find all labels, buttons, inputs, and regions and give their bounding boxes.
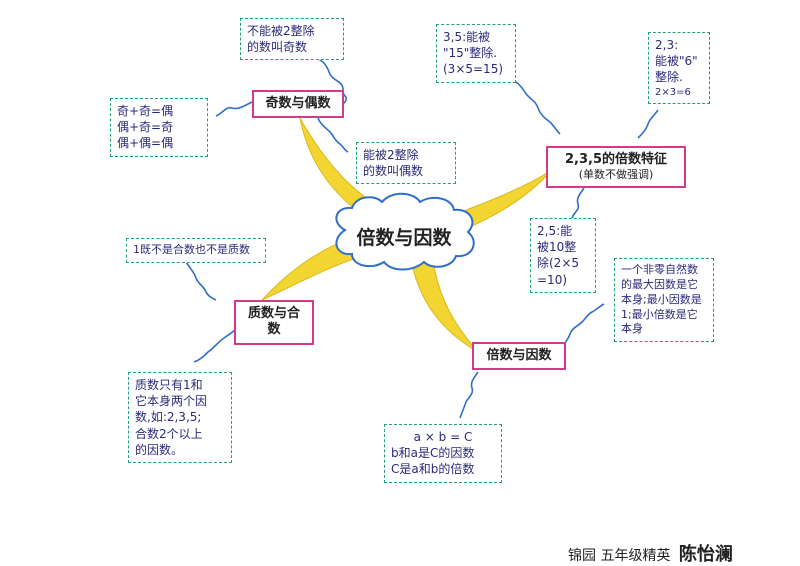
- note-odd-definition: 不能被2整除 的数叫奇数: [240, 18, 344, 61]
- note-one-neither: 1既不是合数也不是质数: [126, 238, 266, 263]
- note-prime-line: 质数只有1和: [135, 378, 203, 392]
- connector-formula: [459, 371, 479, 419]
- signature: 锦园 五年级精英 陈怡澜: [568, 540, 733, 566]
- arm-left: [261, 239, 357, 301]
- note-23-line: 能被"6": [655, 54, 698, 69]
- branch-prime-composite: 质数与合数: [234, 300, 314, 345]
- rule-line: 偶+奇=奇: [117, 120, 174, 135]
- note-35-line: 3,5:能被: [443, 30, 491, 44]
- branch-features-subtitle: (单数不做强调): [578, 168, 654, 182]
- note-23-line: 2×3=6: [655, 86, 691, 98]
- note-even-line: 能被2整除: [363, 148, 419, 162]
- note-odd-line: 的数叫奇数: [247, 40, 308, 55]
- connector-rules: [215, 101, 253, 117]
- arm-bottom: [409, 254, 479, 353]
- note-35-line: "15"整除.: [443, 46, 498, 61]
- connector-35: [515, 81, 561, 135]
- note-odd-even-rules: 奇+奇=偶 偶+奇=奇 偶+偶=偶: [110, 98, 208, 157]
- note-even-definition: 能被2整除 的数叫偶数: [356, 142, 456, 185]
- note-prime-definition: 质数只有1和 它本身两个因 数,如:2,3,5; 合数2个以上 的因数。: [128, 372, 232, 463]
- natural-line: 本身;最小因数是: [621, 292, 702, 306]
- branch-odd-even-title: 奇数与偶数: [265, 96, 331, 111]
- note-one-line: 1既不是合数也不是质数: [133, 243, 250, 256]
- note-25-line: 2,5:能: [537, 224, 573, 238]
- center-title: 倍数与因数: [356, 226, 452, 249]
- note-odd-line: 不能被2整除: [247, 24, 315, 38]
- note-25-line: 除(2×5: [537, 256, 580, 271]
- formula-line: a × b = C: [413, 430, 473, 444]
- branch-odd-even: 奇数与偶数: [252, 90, 344, 119]
- formula-line: b和a是C的因数: [391, 446, 475, 461]
- branch-prime-title: 质数与合数: [247, 306, 300, 338]
- note-35-line: (3×5=15): [443, 62, 504, 77]
- natural-line: 本身: [621, 322, 643, 336]
- note-25-line: 被10整: [537, 240, 577, 255]
- connector-even-def: [317, 117, 349, 153]
- rule-line: 偶+偶=偶: [117, 136, 174, 151]
- branch-multiple-features: 2,3,5的倍数特征 (单数不做强调): [546, 146, 686, 188]
- center-cloud: [335, 192, 475, 271]
- note-divisible-10: 2,5:能 被10整 除(2×5 =10): [530, 218, 596, 293]
- note-23-line: 2,3:: [655, 38, 679, 52]
- note-prime-line: 的因数。: [135, 442, 184, 457]
- connector-25: [571, 187, 585, 219]
- note-divisible-15: 3,5:能被 "15"整除. (3×5=15): [436, 24, 516, 83]
- branch-multiple-factor: 倍数与因数: [472, 342, 566, 371]
- note-prime-line: 它本身两个因: [135, 394, 208, 409]
- note-prime-line: 数,如:2,3,5;: [135, 410, 202, 425]
- note-25-line: =10): [537, 272, 568, 287]
- connector-one: [185, 261, 217, 301]
- branch-multiple-factor-title: 倍数与因数: [486, 348, 552, 363]
- note-prime-line: 合数2个以上: [135, 426, 203, 441]
- note-formula: a × b = C b和a是C的因数 C是a和b的倍数: [384, 424, 502, 483]
- note-divisible-6: 2,3: 能被"6" 整除. 2×3=6: [648, 32, 710, 105]
- connectors: [185, 57, 659, 419]
- signature-prefix: 锦园 五年级精英: [568, 548, 671, 564]
- signature-name: 陈怡澜: [678, 544, 733, 565]
- natural-line: 1;最小倍数是它: [621, 307, 698, 321]
- note-natural-number: 一个非零自然数 的最大因数是它 本身;最小因数是 1;最小倍数是它 本身: [614, 258, 714, 343]
- note-even-line: 的数叫偶数: [363, 164, 424, 179]
- note-23-line: 整除.: [655, 70, 683, 85]
- connector-23: [637, 109, 659, 139]
- rule-line: 奇+奇=偶: [117, 104, 174, 118]
- natural-line: 一个非零自然数: [621, 263, 698, 276]
- natural-line: 的最大因数是它: [621, 277, 698, 291]
- connector-natural: [559, 303, 605, 351]
- connector-odd-def: [314, 57, 348, 105]
- connector-prime-def: [193, 323, 243, 363]
- branch-features-title: 2,3,5的倍数特征: [564, 152, 667, 167]
- formula-line: C是a和b的倍数: [391, 462, 475, 477]
